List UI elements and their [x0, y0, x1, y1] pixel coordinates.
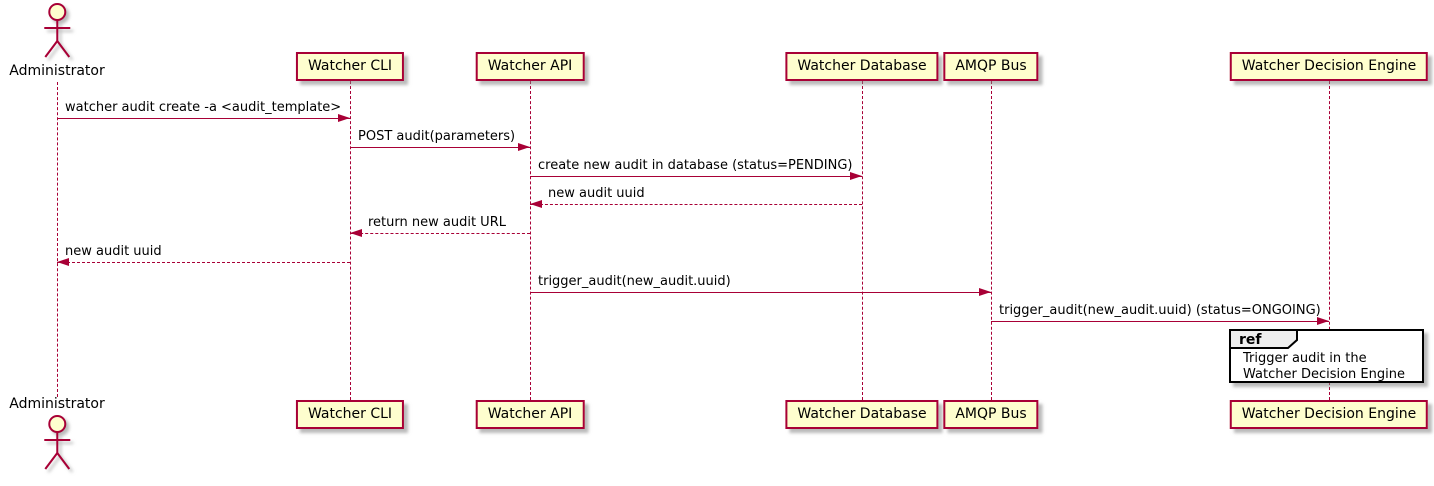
message-label-return-audit-url: return new audit URL — [368, 215, 506, 230]
participant-watcher-api-top: Watcher API — [475, 52, 585, 81]
actor-icon — [44, 3, 70, 58]
arrowhead-right-icon — [338, 114, 350, 122]
lifeline-administrator — [57, 82, 58, 397]
message-line — [350, 233, 530, 234]
participant-watcher-cli-top: Watcher CLI — [295, 52, 405, 81]
message-label-new-audit-uuid: new audit uuid — [548, 186, 645, 201]
arrowhead-right-icon — [1317, 317, 1329, 325]
ref-keyword: ref — [1239, 332, 1262, 348]
lifeline-watcher-cli — [350, 81, 351, 400]
actor-administrator-bottom: Administrator — [9, 396, 105, 471]
message-line — [350, 147, 530, 148]
message-line — [530, 176, 862, 177]
participant-watcher-database-top: Watcher Database — [785, 52, 939, 81]
message-line — [530, 292, 991, 293]
message-label-audit-create: watcher audit create -a <audit_template> — [65, 100, 342, 115]
arrowhead-right-icon — [518, 143, 530, 151]
participant-watcher-cli-bottom: Watcher CLI — [295, 400, 405, 429]
ref-text-line-1: Trigger audit in the — [1243, 351, 1367, 366]
participant-watcher-decision-engine-bottom: Watcher Decision Engine — [1229, 400, 1429, 429]
lifeline-watcher-api — [530, 81, 531, 400]
actor-administrator-top: Administrator — [9, 2, 105, 79]
message-label-trigger-audit: trigger_audit(new_audit.uuid) — [538, 274, 731, 289]
ref-fragment: ref Trigger audit in the Watcher Decisio… — [1229, 329, 1424, 383]
lifeline-watcher-database — [862, 81, 863, 400]
participant-amqp-bus-top: AMQP Bus — [943, 52, 1039, 81]
message-line — [530, 204, 862, 205]
ref-text-line-2: Watcher Decision Engine — [1243, 367, 1405, 382]
participant-watcher-database-bottom: Watcher Database — [785, 400, 939, 429]
message-line — [57, 262, 350, 263]
lifeline-watcher-decision-engine — [1329, 81, 1330, 400]
message-label-trigger-audit-ongoing: trigger_audit(new_audit.uuid) (status=ON… — [999, 303, 1321, 318]
arrowhead-right-icon — [850, 172, 862, 180]
message-label-new-audit-uuid-admin: new audit uuid — [65, 244, 162, 259]
message-line — [57, 118, 350, 119]
actor-label: Administrator — [9, 396, 105, 412]
actor-icon — [44, 415, 70, 470]
ref-tab-icon: ref — [1229, 329, 1298, 349]
participant-amqp-bus-bottom: AMQP Bus — [943, 400, 1039, 429]
participant-watcher-api-bottom: Watcher API — [475, 400, 585, 429]
message-line — [991, 321, 1329, 322]
arrowhead-right-icon — [979, 288, 991, 296]
actor-label: Administrator — [9, 63, 105, 79]
lifeline-amqp-bus — [991, 81, 992, 400]
message-label-create-audit-db: create new audit in database (status=PEN… — [538, 158, 853, 173]
arrowhead-left-icon — [57, 258, 69, 266]
arrowhead-left-icon — [530, 200, 542, 208]
arrowhead-left-icon — [350, 229, 362, 237]
participant-watcher-decision-engine-top: Watcher Decision Engine — [1229, 52, 1429, 81]
message-label-post-audit: POST audit(parameters) — [358, 129, 516, 144]
